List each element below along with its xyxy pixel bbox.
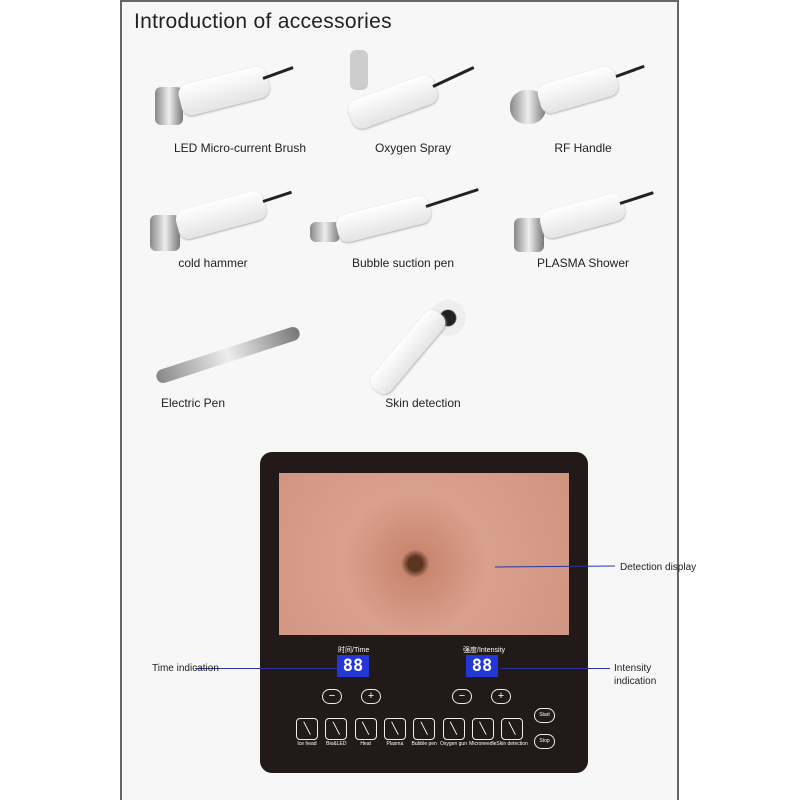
intensity-minus-button[interactable]: − — [452, 689, 472, 704]
mode-button[interactable]: ╲ — [296, 718, 318, 740]
accessory-label: Oxygen Spray — [374, 141, 452, 155]
mode-label: Heat — [360, 741, 371, 747]
intensity-display: 88 — [466, 655, 498, 677]
mode-button[interactable]: ╲ — [501, 718, 524, 740]
time-annotation: Time indication — [152, 663, 219, 674]
intensity-pointer — [500, 668, 610, 669]
mode-button[interactable]: ╲ — [383, 718, 406, 740]
mode-label: Bubble pen — [411, 741, 437, 747]
accessory-label: Electric Pen — [160, 396, 226, 410]
page-title: Introduction of accessories — [134, 10, 392, 33]
accessory-oxygen-spray: Oxygen Spray — [328, 45, 498, 155]
mode-label: Ice head — [297, 741, 317, 747]
accessory-rf-handle: RF Handle — [498, 45, 668, 155]
mode-button[interactable]: ╲ — [413, 718, 436, 740]
start-button[interactable]: Start — [534, 708, 555, 723]
accessory-label: Bubble suction pen — [351, 256, 455, 270]
detection-display — [279, 473, 569, 635]
intensity-label: 强度/Intensity — [463, 647, 506, 654]
accessory-label: Skin detection — [385, 396, 461, 410]
mode-label: Skin detection — [496, 741, 528, 747]
mode-label: Plasma — [386, 741, 404, 747]
accessory-label: LED Micro-current Brush — [173, 141, 307, 155]
control-panel: 时间/Time 88 强度/Intensity 88 − + − + ╲Ice … — [260, 452, 588, 773]
accessory-skin-detection: Skin detection — [338, 300, 508, 410]
accessory-led-brush: LED Micro-current Brush — [155, 45, 325, 155]
intensity-plus-button[interactable]: + — [491, 689, 511, 704]
mode-button[interactable]: ╲ — [325, 718, 348, 740]
accessory-cold-hammer: cold hammer — [128, 160, 298, 270]
accessory-bubble-pen: Bubble suction pen — [310, 160, 488, 270]
accessory-label: RF Handle — [554, 141, 612, 155]
time-pointer — [195, 668, 338, 669]
mode-button[interactable]: ╲ — [442, 718, 465, 740]
stop-button[interactable]: Stop — [534, 734, 555, 749]
accessory-label: PLASMA Shower — [536, 256, 630, 270]
detection-annotation: Detection display — [620, 562, 697, 573]
mode-label: Microneedle — [469, 741, 497, 747]
time-plus-button[interactable]: + — [361, 689, 381, 704]
intensity-annotation: Intensity indication — [614, 663, 657, 687]
mode-label: Oxygen gun — [440, 741, 467, 747]
accessory-label: cold hammer — [178, 256, 248, 270]
mode-button[interactable]: ╲ — [471, 718, 494, 740]
mode-label: Bio&LED — [326, 741, 347, 747]
time-display: 88 — [337, 655, 369, 677]
time-minus-button[interactable]: − — [322, 689, 342, 704]
mode-button[interactable]: ╲ — [354, 718, 377, 740]
accessory-electric-pen: Electric Pen — [108, 300, 302, 410]
accessory-plasma-shower: PLASMA Shower — [498, 160, 668, 270]
time-label: 时间/Time — [338, 647, 370, 654]
